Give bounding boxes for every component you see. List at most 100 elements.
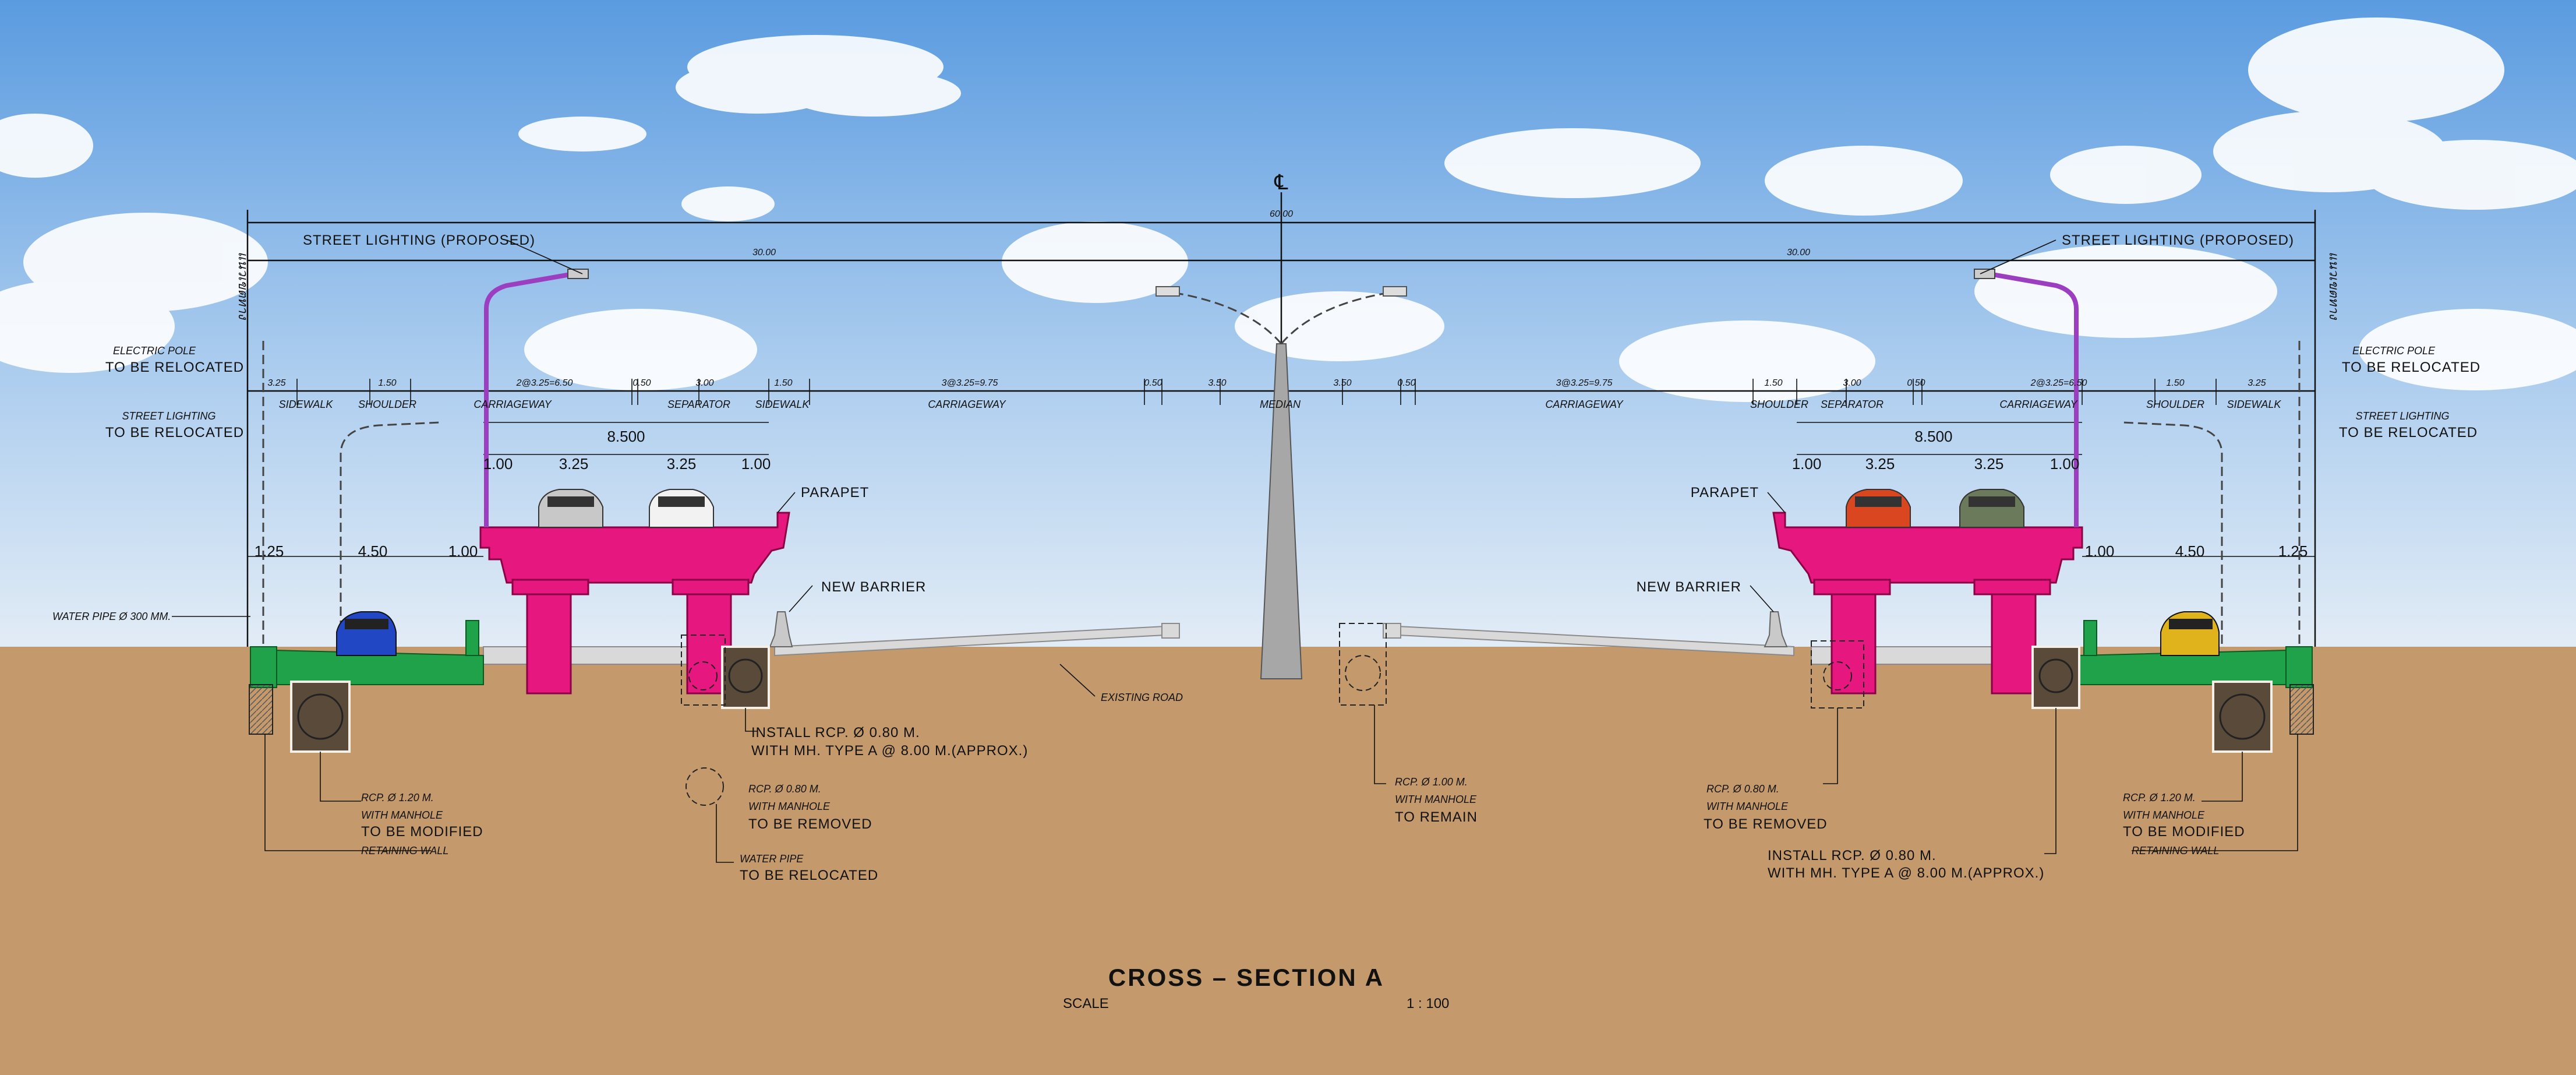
- label-water-pipe-300: WATER PIPE Ø 300 MM.: [52, 611, 171, 622]
- label-water-pipe: WATER PIPE: [740, 853, 804, 865]
- dim-lane-a-left: 3.25: [559, 455, 589, 473]
- top-dim-label: 0.50: [1144, 378, 1162, 388]
- zone-label: SIDEWALK: [2227, 399, 2282, 410]
- top-dim-label: 1.50: [378, 378, 396, 388]
- top-dim-label: 3.50: [1333, 378, 1351, 388]
- top-dim-label: 1.50: [1764, 378, 1782, 388]
- top-dim-label: 0.50: [1907, 378, 1925, 388]
- thai-row-line-right: แนวเขตทาง: [2327, 252, 2341, 320]
- zone-label: SHOULDER: [358, 399, 416, 410]
- pipes-manholes: [249, 623, 2314, 806]
- scale-label: SCALE: [1063, 996, 1109, 1011]
- car-green: [1959, 489, 2024, 528]
- label-install-rcp-right-2: WITH MH. TYPE A @ 8.00 M.(APPROX.): [1768, 865, 2044, 881]
- top-dim-label: 1.50: [2166, 378, 2184, 388]
- label-rcp-120-left: RCP. Ø 1.20 M.: [361, 792, 434, 803]
- dim-half-right: 30.00: [1787, 248, 1810, 258]
- label-new-barrier-left: NEW BARRIER: [821, 579, 926, 595]
- dim-deck-left: 8.500: [607, 428, 645, 445]
- label-removed-right: TO BE REMOVED: [1704, 816, 1828, 832]
- dim-edge-a-left: 1.00: [483, 455, 513, 473]
- dim-ground-a-right: 1.25: [2278, 542, 2308, 560]
- label-relocated-light-right: TO BE RELOCATED: [2339, 425, 2478, 440]
- dim-half-left: 30.00: [752, 248, 776, 258]
- car-red: [1846, 489, 1911, 528]
- label-manhole-100: WITH MANHOLE: [1395, 794, 1477, 805]
- dim-edge-b-right: 1.00: [2050, 455, 2080, 473]
- label-street-lighting-right: STREET LIGHTING: [2355, 410, 2449, 422]
- label-relocated-light-left: TO BE RELOCATED: [105, 425, 244, 440]
- zone-label: CARRIAGEWAY: [1545, 399, 1624, 410]
- sidewalks: [250, 620, 2313, 688]
- label-parapet-left: PARAPET: [801, 485, 869, 501]
- top-dimension-labels: 3.25 1.50 2@3.25=6.50 0.50 3.00 1.50 3@3.25=9.…: [267, 378, 2266, 388]
- dim-ground-b-left: 4.50: [358, 542, 388, 560]
- dim-ground-b-right: 4.50: [2175, 542, 2205, 560]
- top-dim-label: 3@3.25=9.75: [1556, 378, 1613, 388]
- label-install-rcp-left-1: INSTALL RCP. Ø 0.80 M.: [751, 725, 920, 741]
- label-relocated-pole-left: TO BE RELOCATED: [105, 359, 244, 375]
- label-retaining-wall-left: RETAINING WALL: [361, 845, 448, 857]
- zone-labels: SIDEWALK SHOULDER CARRIAGEWAY SEPARATOR SIDE…: [279, 399, 2282, 410]
- car-white: [649, 489, 714, 528]
- proposed-street-lights: [484, 269, 2079, 527]
- median-pole: [1156, 286, 1407, 679]
- dim-lane-a-right: 3.25: [1865, 455, 1895, 473]
- zone-label: SHOULDER: [2146, 399, 2204, 410]
- clouds: [0, 17, 2576, 402]
- label-rcp-080-left: RCP. Ø 0.80 M.: [748, 783, 821, 795]
- dim-total: 60.00: [1270, 209, 1293, 219]
- label-remain: TO REMAIN: [1395, 809, 1478, 825]
- dim-lane-b-left: 3.25: [667, 455, 697, 473]
- car-yellow: [2160, 611, 2220, 656]
- zone-label: CARRIAGEWAY: [473, 399, 552, 410]
- label-rcp-080-right: RCP. Ø 0.80 M.: [1706, 783, 1779, 795]
- label-retaining-wall-right: RETAINING WALL: [2132, 845, 2219, 857]
- label-lighting-proposed-right: STREET LIGHTING (PROPOSED): [2062, 232, 2294, 248]
- label-rcp-120-right: RCP. Ø 1.20 M.: [2123, 792, 2196, 803]
- zone-label: MEDIAN: [1260, 399, 1301, 410]
- dim-ground-c-left: 1.00: [448, 542, 478, 560]
- labels: ℄ 60.00 30.00 30.00 STREET LIGHTING (PRO…: [52, 170, 2480, 1011]
- label-install-rcp-right-1: INSTALL RCP. Ø 0.80 M.: [1768, 848, 1937, 863]
- label-street-lighting-left: STREET LIGHTING: [122, 410, 215, 422]
- drawing-title: CROSS – SECTION A: [1108, 964, 1384, 991]
- top-dim-label: 3.25: [267, 378, 285, 388]
- label-existing-road: EXISTING ROAD: [1101, 692, 1183, 703]
- flyover-left: [479, 512, 790, 695]
- label-manhole-120-right: WITH MANHOLE: [2123, 809, 2205, 821]
- top-dim-label: 3.00: [1843, 378, 1861, 388]
- label-removed-left: TO BE REMOVED: [748, 816, 872, 832]
- top-dim-label: 3.00: [695, 378, 713, 388]
- flyover-right: [1772, 512, 2083, 695]
- top-dim-label: 2@3.25=6.50: [2030, 378, 2087, 388]
- label-electric-pole-right: ELECTRIC POLE: [2352, 345, 2436, 357]
- scale-value: 1 : 100: [1407, 996, 1449, 1011]
- top-dim-label: 0.50: [1397, 378, 1415, 388]
- dim-ground-c-right: 1.00: [2085, 542, 2115, 560]
- label-electric-pole-left: ELECTRIC POLE: [113, 345, 196, 357]
- dim-deck-right: 8.500: [1914, 428, 1952, 445]
- dim-edge-b-left: 1.00: [741, 455, 771, 473]
- zone-label: SEPARATOR: [1821, 399, 1884, 410]
- zone-label: CARRIAGEWAY: [1999, 399, 2078, 410]
- label-manhole-080-right: WITH MANHOLE: [1706, 801, 1789, 812]
- label-manhole-120-left: WITH MANHOLE: [361, 809, 443, 821]
- car-grey: [538, 489, 603, 528]
- car-blue: [336, 611, 397, 656]
- label-install-rcp-left-2: WITH MH. TYPE A @ 8.00 M.(APPROX.): [751, 743, 1028, 759]
- top-dim-label: 2@3.25=6.50: [516, 378, 573, 388]
- label-relocated-pole-right: TO BE RELOCATED: [2342, 359, 2480, 375]
- existing-street-lights: [262, 338, 2301, 644]
- top-dim-label: 1.50: [774, 378, 792, 388]
- label-water-pipe-relocated: TO BE RELOCATED: [740, 868, 878, 883]
- zone-label: CARRIAGEWAY: [928, 399, 1006, 410]
- zone-label: SIDEWALK: [279, 399, 334, 410]
- top-dim-label: 3.25: [2248, 378, 2266, 388]
- centerline-mark: ℄: [1274, 170, 1288, 194]
- zone-label: SIDEWALK: [755, 399, 810, 410]
- label-parapet-right: PARAPET: [1691, 485, 1759, 501]
- top-dim-label: 0.50: [632, 378, 651, 388]
